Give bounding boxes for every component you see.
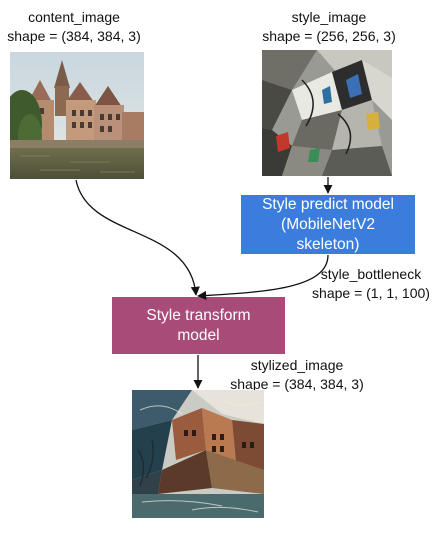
stylized-image-label: stylized_image shape = (384, 384, 3) xyxy=(224,356,370,394)
style-image-name: style_image xyxy=(291,9,367,25)
style-transform-model-box: Style transform model xyxy=(112,297,285,354)
content-image-thumbnail xyxy=(10,52,144,179)
style-predict-model-line-2: (MobileNetV2 xyxy=(281,215,375,233)
content-image-name: content_image xyxy=(28,9,120,25)
content-image-label: content_image shape = (384, 384, 3) xyxy=(0,8,148,46)
style-bottleneck-shape: shape = (1, 1, 100) xyxy=(312,285,430,301)
style-bottleneck-label: style_bottleneck shape = (1, 1, 100) xyxy=(306,265,436,303)
style-image-label: style_image shape = (256, 256, 3) xyxy=(254,8,404,46)
style-predict-model-line-1: Style predict model xyxy=(262,195,394,213)
style-transform-model-line-1: Style transform xyxy=(146,306,251,324)
stylized-image-name: stylized_image xyxy=(250,357,344,373)
style-bottleneck-name: style_bottleneck xyxy=(320,266,422,282)
style-image-shape: shape = (256, 256, 3) xyxy=(262,28,396,44)
stylized-image-shape: shape = (384, 384, 3) xyxy=(230,376,364,392)
style-predict-model-box: Style predict model (MobileNetV2 skeleto… xyxy=(241,195,415,254)
content-to-transform-connector xyxy=(75,179,200,296)
style-transform-model-line-2: model xyxy=(177,326,220,344)
style-image-thumbnail xyxy=(262,50,392,176)
content-image-shape: shape = (384, 384, 3) xyxy=(7,28,141,44)
style-predict-model-line-3: skeleton) xyxy=(296,235,360,253)
stylized-image-thumbnail xyxy=(132,390,264,518)
